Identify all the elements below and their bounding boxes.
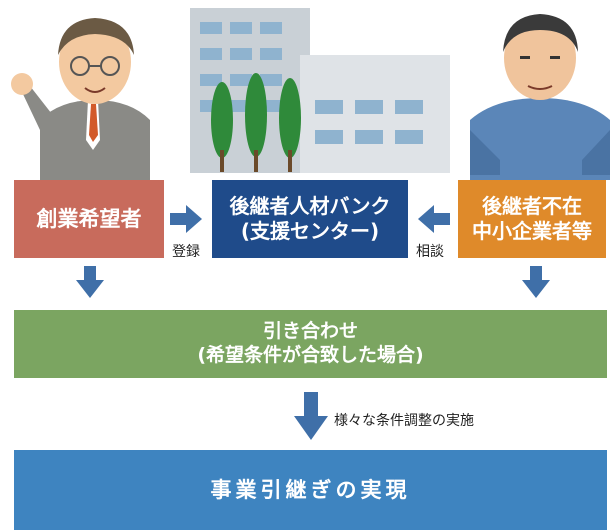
arrow-adjust-down (294, 392, 328, 440)
arrow-founder-down (76, 266, 104, 298)
edge-consult-label: 相談 (416, 244, 444, 260)
node-match-line1: 引き合わせ (262, 320, 358, 343)
arrow-consult (418, 205, 450, 233)
node-sme: 後継者不在 中小企業者等 (458, 180, 606, 258)
edge-adjust-label: 様々な条件調整の実施 (334, 413, 474, 429)
tree-icons (211, 73, 301, 172)
node-successor-bank: 後継者人材バンク (支援センター) (212, 180, 408, 258)
node-realization: 事業引継ぎの実現 (14, 450, 607, 530)
factory-owner-icon (470, 14, 610, 180)
node-founder: 創業希望者 (14, 180, 164, 258)
arrow-sme-down (522, 266, 550, 298)
node-matching: 引き合わせ (希望条件が合致した場合) (14, 310, 607, 378)
node-bank-line2: (支援センター) (240, 219, 380, 243)
node-sme-line2: 中小企業者等 (472, 219, 592, 243)
node-realization-label: 事業引継ぎの実現 (210, 477, 411, 502)
edge-register-label: 登録 (172, 244, 200, 260)
arrow-register (170, 205, 202, 233)
node-bank-line1: 後継者人材バンク (229, 194, 391, 218)
node-sme-line1: 後継者不在 (482, 194, 582, 218)
node-founder-label: 創業希望者 (36, 206, 142, 231)
businessman-waving-icon (11, 18, 150, 180)
node-match-line2: (希望条件が合致した場合) (197, 344, 424, 366)
